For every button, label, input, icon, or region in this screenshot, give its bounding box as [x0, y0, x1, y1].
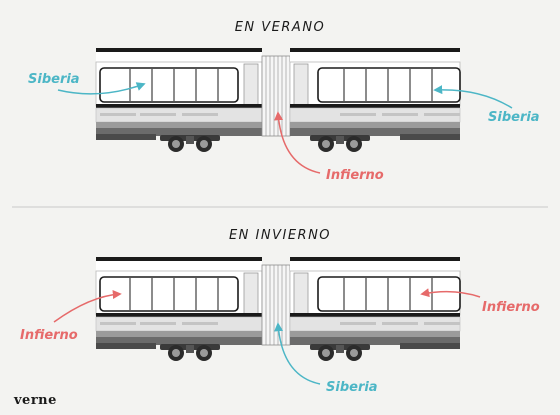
summer-title: EN VERANO: [235, 20, 326, 35]
brand-logo: verne: [13, 393, 57, 408]
summer-right-label: Siberia: [488, 110, 540, 125]
summer-right-arrow: [433, 85, 513, 109]
winter-left-label: Infierno: [20, 328, 78, 343]
summer-gap-label: Infierno: [326, 168, 384, 183]
summer-gap-arrow: [274, 111, 321, 174]
winter-right-arrow: [420, 288, 481, 298]
winter-panel: EN INVIERNO Infierno Infierno Siberia: [20, 228, 540, 395]
winter-left-arrow: [53, 289, 122, 323]
summer-train: [96, 48, 460, 152]
winter-train: [96, 257, 460, 361]
winter-gap-label: Siberia: [326, 380, 378, 395]
summer-panel: EN VERANO Siberia Siberia Infierno: [28, 20, 540, 183]
winter-title: EN INVIERNO: [229, 228, 331, 243]
winter-gap-arrow: [274, 322, 321, 385]
summer-left-arrow: [57, 82, 146, 95]
summer-left-label: Siberia: [28, 72, 80, 87]
winter-right-label: Infierno: [482, 300, 540, 315]
